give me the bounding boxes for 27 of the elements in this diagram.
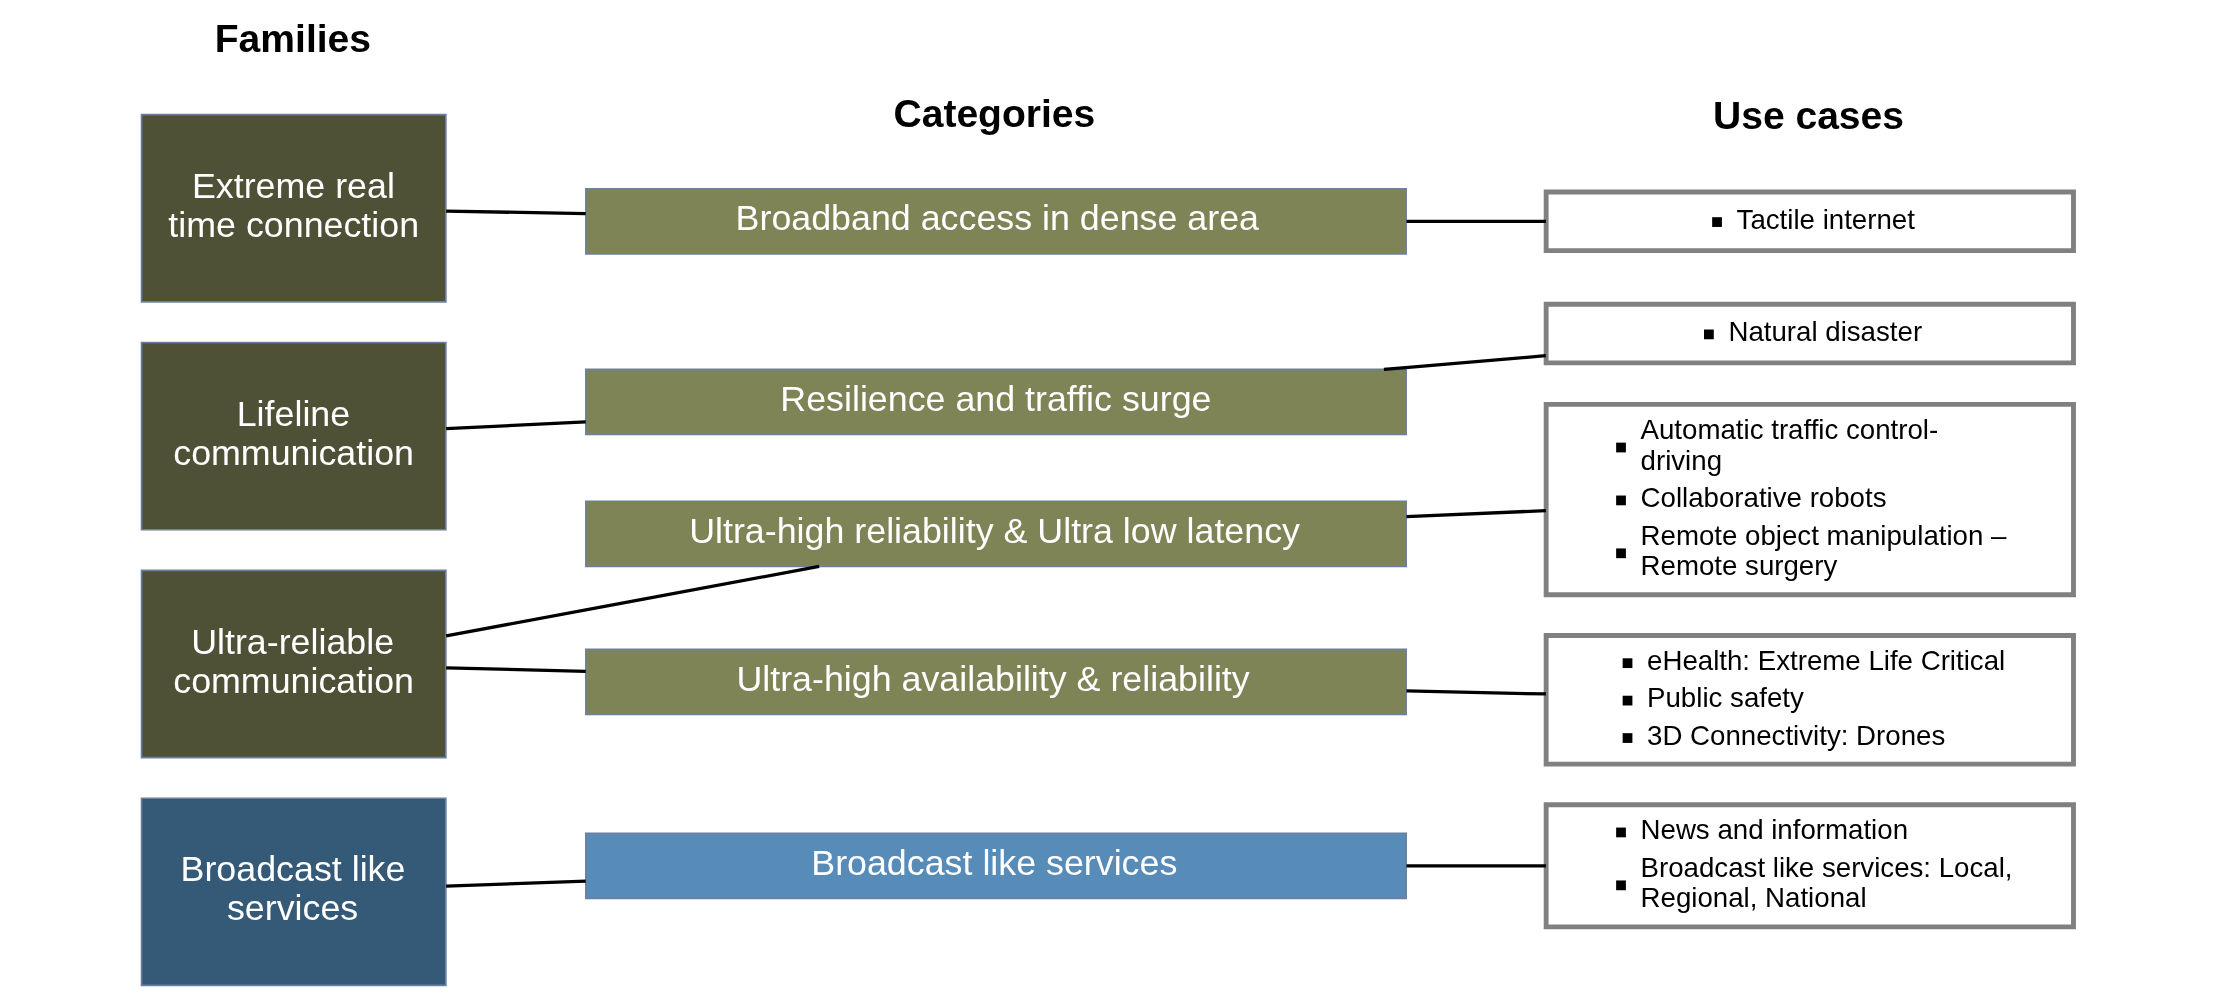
connector bbox=[1406, 219, 1546, 223]
node-box: Extreme real time connection bbox=[140, 113, 447, 303]
node-box: Broadcast like services bbox=[140, 797, 447, 987]
connector bbox=[1406, 864, 1546, 868]
node-box: Ultra-high reliability & Ultra low latency bbox=[585, 500, 1407, 568]
node-box: eHealth: Extreme Life Critical Public safety 3D Connectivity: Drones bbox=[1543, 633, 2076, 767]
connector bbox=[446, 209, 586, 216]
connector bbox=[1406, 509, 1546, 519]
connector bbox=[445, 564, 820, 638]
connector bbox=[446, 879, 586, 888]
node-box: Tactile internet bbox=[1543, 189, 2076, 253]
node-box: Broadband access in dense area bbox=[585, 187, 1407, 255]
label: Use cases bbox=[1712, 93, 1905, 137]
connector bbox=[446, 420, 586, 431]
connector bbox=[1406, 689, 1546, 696]
node-box: Resilience and traffic surge bbox=[585, 368, 1407, 436]
node-box: News and information Broadcast like services: Local, Regional, National bbox=[1543, 802, 2076, 930]
node-box: Broadcast like services bbox=[585, 832, 1407, 900]
node-box: Automatic traffic control-driving Collaborative robots Remote object manipulation – Remote surgery bbox=[1543, 401, 2076, 598]
connector bbox=[446, 666, 586, 674]
node-box: Ultra-reliable communication bbox=[140, 569, 447, 759]
node-box: Lifeline communication bbox=[140, 341, 447, 531]
node-box: Ultra-high availability & reliability bbox=[585, 648, 1407, 716]
node-box: Natural disaster bbox=[1543, 301, 2076, 366]
connector bbox=[1383, 354, 1546, 371]
label: Families bbox=[214, 17, 372, 61]
label: Categories bbox=[893, 92, 1096, 136]
